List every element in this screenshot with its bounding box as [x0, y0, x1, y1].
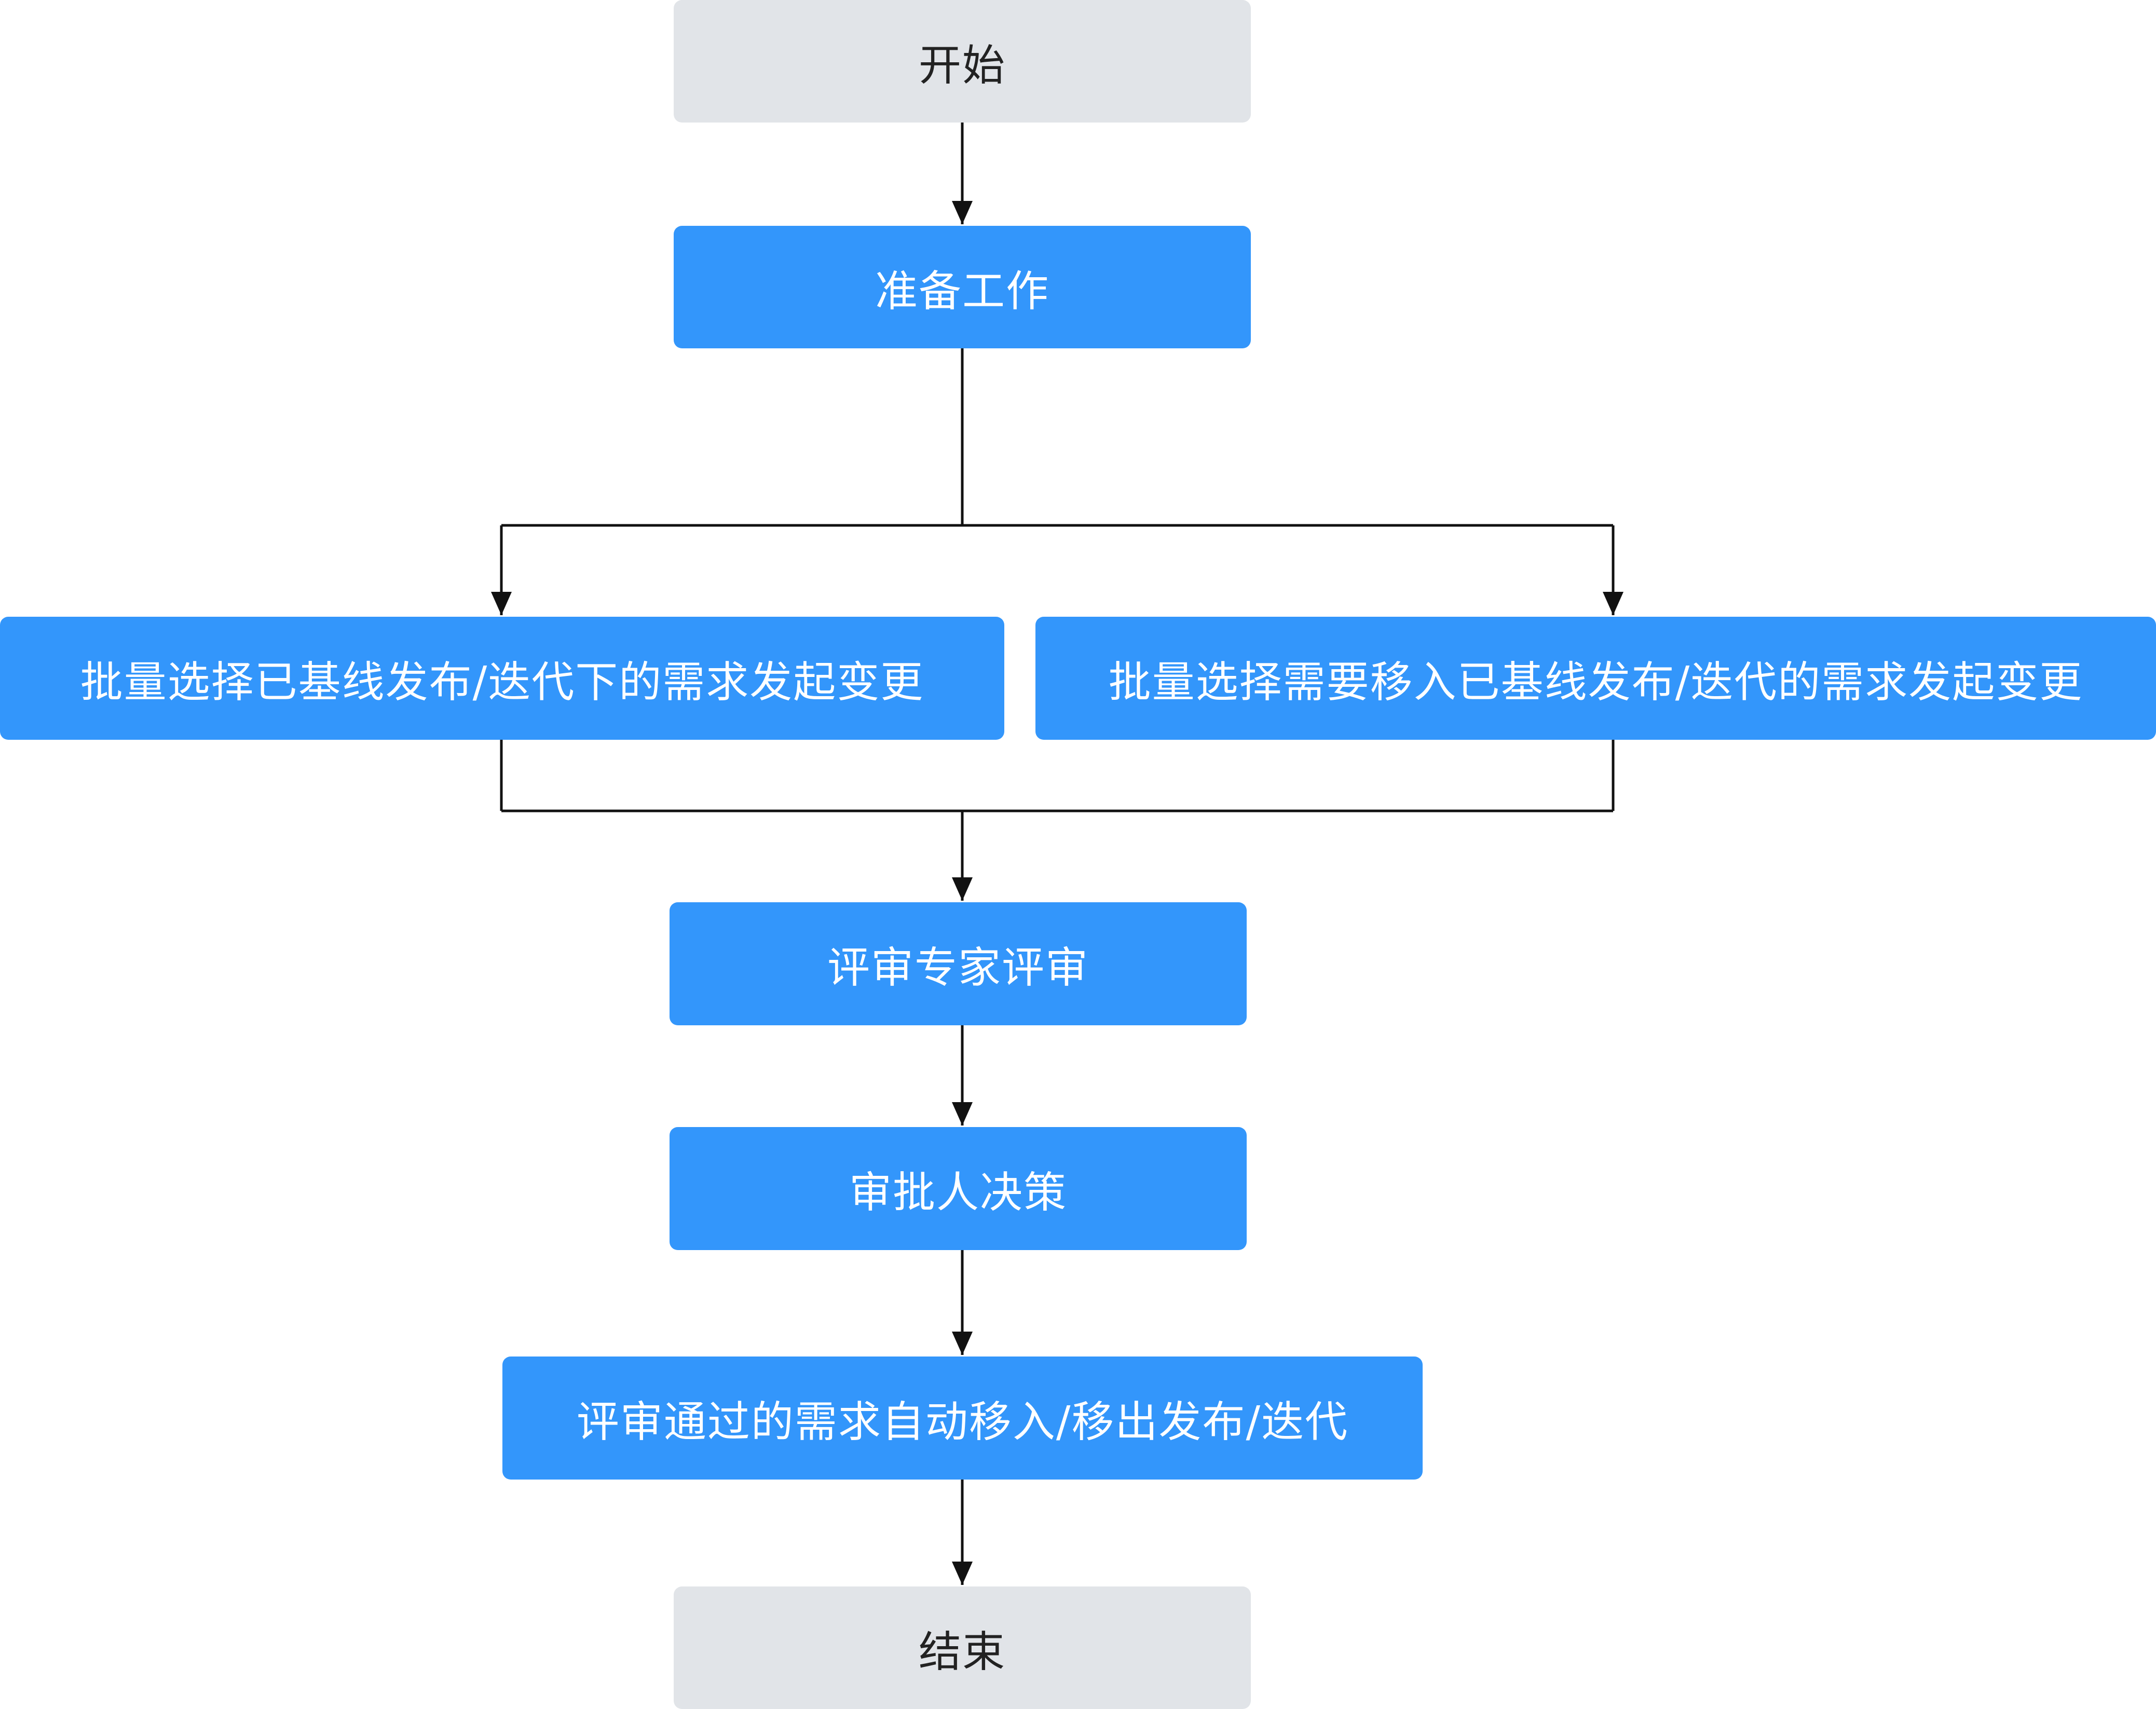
approve-node: 审批人决策: [670, 1127, 1247, 1250]
left-branch-label: 批量选择已基线发布/迭代下的需求发起变更: [80, 658, 924, 707]
approve-label: 审批人决策: [849, 1168, 1067, 1217]
auto-move-label: 评审通过的需求自动移入/移出发布/迭代: [576, 1398, 1349, 1447]
review-node: 评审专家评审: [670, 902, 1247, 1025]
left-branch-node: 批量选择已基线发布/迭代下的需求发起变更: [0, 617, 1004, 740]
prep-label: 准备工作: [875, 266, 1049, 316]
review-label: 评审专家评审: [827, 943, 1089, 993]
right-branch-node: 批量选择需要移入已基线发布/迭代的需求发起变更: [1035, 617, 2156, 740]
start-label: 开始: [918, 40, 1006, 90]
auto-move-node: 评审通过的需求自动移入/移出发布/迭代: [502, 1357, 1423, 1480]
prep-node: 准备工作: [674, 226, 1251, 348]
end-node: 结束: [674, 1586, 1251, 1709]
right-branch-label: 批量选择需要移入已基线发布/迭代的需求发起变更: [1108, 658, 2083, 707]
start-node: 开始: [674, 0, 1251, 123]
end-label: 结束: [918, 1627, 1006, 1677]
